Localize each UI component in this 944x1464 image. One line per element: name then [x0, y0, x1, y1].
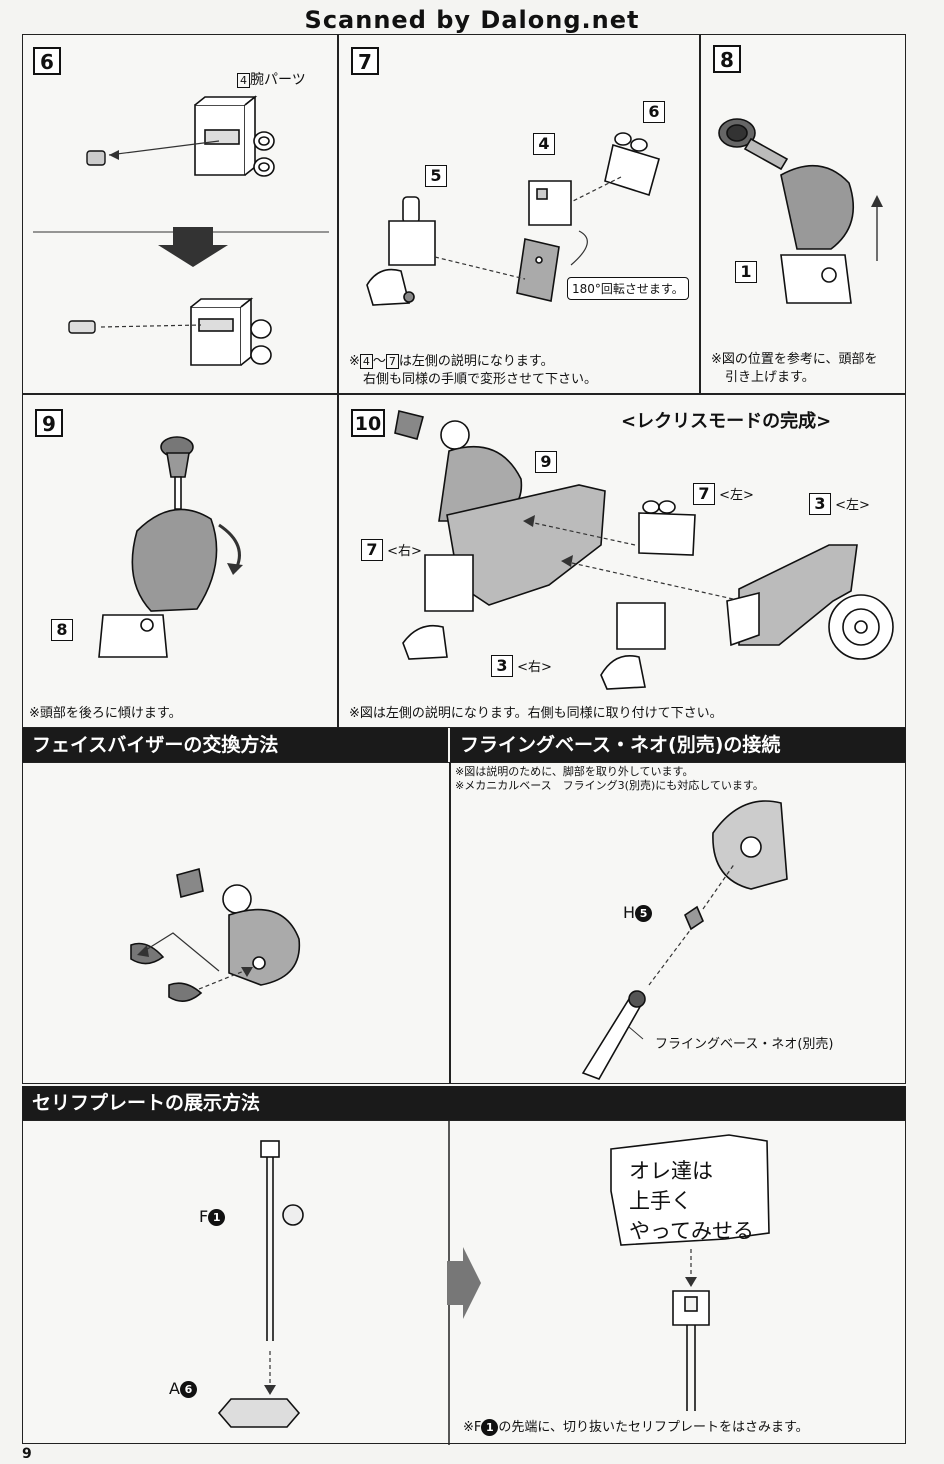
speech-line-1: オレ達は — [629, 1159, 713, 1183]
callout-9: 9 — [535, 451, 557, 473]
speech-line-3: やってみせる — [629, 1219, 754, 1243]
flying-base-panel: ※図は説明のために、脚部を取り外しています。 ※メカニカルベース フライング3(… — [450, 762, 906, 1084]
flying-base-header: フライングベース・ネオ(別売)の接続 — [450, 728, 906, 762]
step-7-illustration — [366, 132, 660, 306]
scan-watermark: Scanned by Dalong.net — [304, 6, 640, 34]
flying-base-note-line1: ※図は説明のために、脚部を取り外しています。 — [455, 765, 694, 778]
part-number: 4 — [237, 73, 250, 88]
serif-plate-illustration — [217, 1121, 770, 1445]
serif-plate-header: セリフプレートの展示方法 — [22, 1086, 906, 1120]
step-8-illustration — [718, 118, 883, 304]
step-7-note-line2: 右側も同様の手順で変形させて下さい。 — [363, 372, 598, 387]
step-8-panel: 8 1 ※図の位置を参考に、頭部を 引き上げます。 — [700, 34, 906, 394]
step-8-note-line2: 引き上げます。 — [725, 370, 815, 385]
part-name: 腕パーツ — [250, 72, 306, 88]
flying-base-note-line2: ※メカニカルベース フライング3(別売)にも対応しています。 — [455, 779, 764, 792]
step-8-note-line1: ※図の位置を参考に、頭部を — [711, 352, 878, 367]
step-number: 6 — [33, 47, 61, 75]
face-visor-illustration — [130, 867, 301, 1002]
face-visor-panel — [22, 762, 450, 1084]
callout-1: 1 — [735, 261, 757, 283]
step-number: 7 — [351, 47, 379, 75]
callout-6: 6 — [643, 101, 665, 123]
completion-title: <レクリスモードの完成> — [621, 411, 832, 432]
page-number: 9 — [22, 1446, 32, 1462]
rotate-180-label: 180°回転させます。 — [567, 277, 689, 300]
callout-5: 5 — [425, 165, 447, 187]
step-6-illustration — [33, 95, 329, 366]
speech-line-2: 上手く — [629, 1189, 692, 1213]
step-9-note: ※頭部を後ろに傾けます。 — [29, 706, 182, 721]
callout-4: 4 — [533, 133, 555, 155]
step-number: 10 — [351, 409, 385, 437]
step-10-panel: 10 <レクリスモードの完成> 9 7 <左> 3 <左> 7 <右> 3 <右… — [338, 394, 906, 728]
callout-7-left: 7 <左> — [693, 483, 754, 505]
step-10-illustration — [394, 410, 894, 690]
flying-base-illustration — [581, 800, 788, 1080]
flying-base-label: フライングベース・ネオ(別売) — [655, 1037, 834, 1052]
callout-3-right: 3 <右> — [491, 655, 552, 677]
face-visor-header: フェイスバイザーの交換方法 — [22, 728, 448, 762]
step-9-panel: 9 8 ※頭部を後ろに傾けます。 — [22, 394, 338, 728]
step-9-illustration — [98, 436, 243, 658]
callout-8: 8 — [51, 619, 73, 641]
step-10-note: ※図は左側の説明になります。右側も同様に取り付けて下さい。 — [349, 706, 723, 721]
step-number: 8 — [713, 45, 741, 73]
callout-7-right: 7 <右> — [361, 539, 422, 561]
step-number: 9 — [35, 409, 63, 437]
callout-3-left: 3 <左> — [809, 493, 870, 515]
